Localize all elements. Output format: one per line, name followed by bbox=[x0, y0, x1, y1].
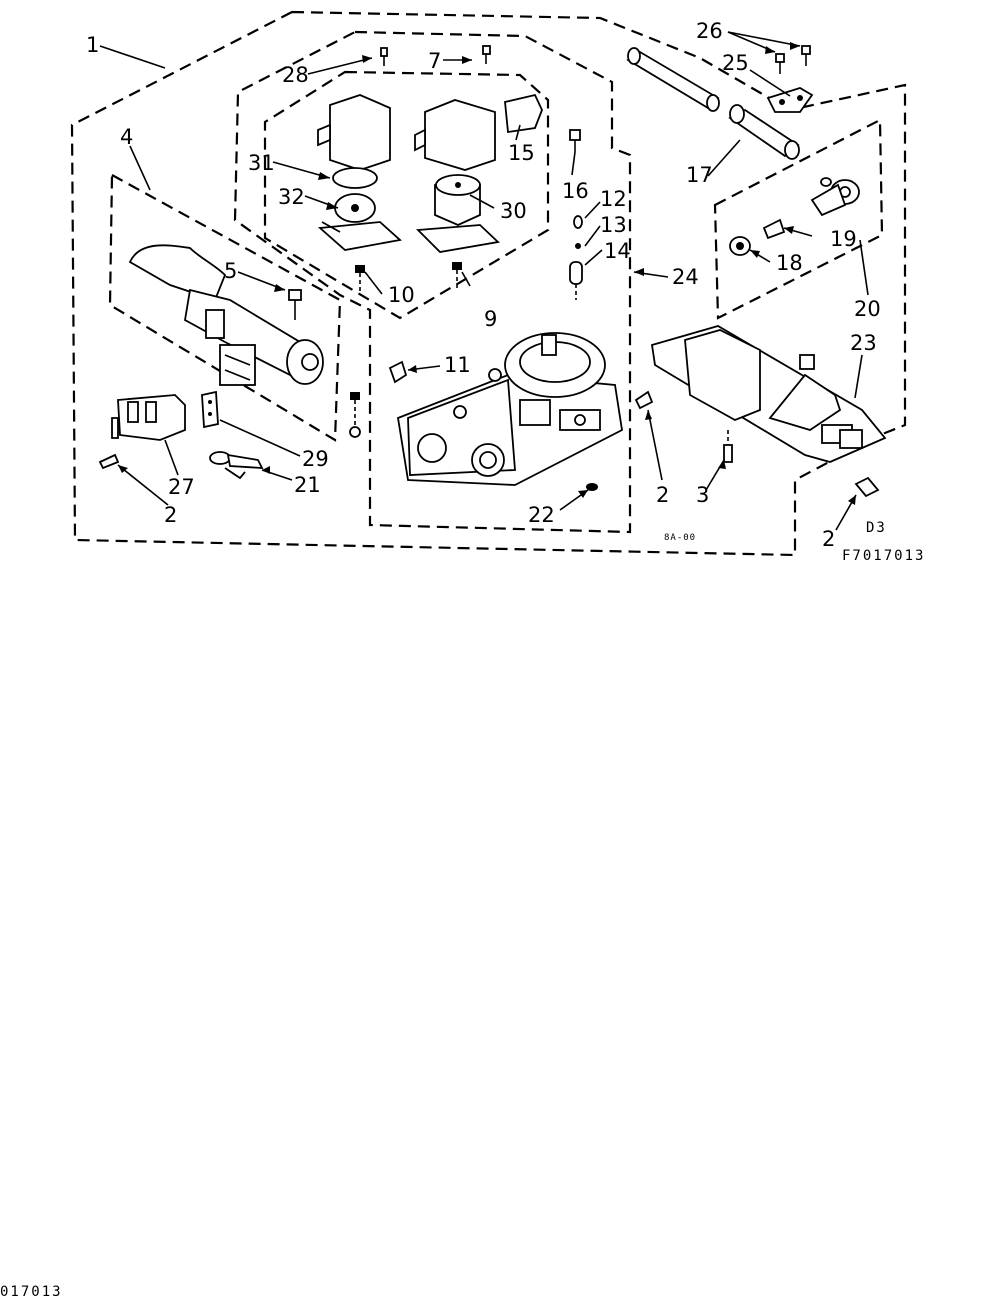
gas-valve-body bbox=[396, 332, 623, 486]
nut-9 bbox=[452, 262, 462, 290]
callout-2-right: 2 bbox=[822, 527, 835, 551]
footer-code: 017013 bbox=[0, 1284, 63, 1298]
clip-21 bbox=[209, 451, 264, 480]
callout-20: 20 bbox=[854, 297, 881, 321]
bracket-27 bbox=[111, 394, 186, 441]
callout-22: 22 bbox=[528, 503, 555, 527]
screw-26-left bbox=[775, 53, 785, 74]
outer-assembly-boundary bbox=[70, 10, 907, 557]
clamp-25 bbox=[766, 87, 814, 113]
burner-group-boundary bbox=[108, 173, 342, 442]
callout-12: 12 bbox=[600, 187, 627, 211]
callout-13: 13 bbox=[600, 213, 627, 237]
callout-10: 10 bbox=[388, 283, 415, 307]
igniter-group-boundary bbox=[713, 118, 884, 320]
callout-31: 31 bbox=[248, 151, 275, 175]
callout-2-left: 2 bbox=[164, 503, 177, 527]
callout-16: 16 bbox=[562, 179, 589, 203]
nut-22 bbox=[586, 483, 598, 491]
d3-code: D3 bbox=[866, 520, 887, 536]
control-subassembly-boundary bbox=[233, 30, 632, 534]
callout-19: 19 bbox=[830, 227, 857, 251]
screw-26-right bbox=[801, 45, 811, 66]
solenoid-group-boundary bbox=[263, 70, 550, 320]
callout-17: 17 bbox=[686, 163, 713, 187]
igniter-bracket-23 bbox=[650, 325, 887, 463]
callout-23: 23 bbox=[850, 331, 877, 355]
arrowheads bbox=[118, 42, 856, 505]
callout-2-mid: 2 bbox=[656, 483, 669, 507]
solenoid-left bbox=[317, 94, 402, 251]
valve-parts-12-14 bbox=[569, 215, 583, 300]
nut-18 bbox=[729, 236, 751, 256]
figure-code: F7017013 bbox=[842, 548, 925, 564]
solenoid-right bbox=[414, 99, 500, 253]
callout-1: 1 bbox=[86, 33, 99, 57]
callout-27: 27 bbox=[168, 475, 195, 499]
callout-4: 4 bbox=[120, 125, 133, 149]
callout-29: 29 bbox=[302, 447, 329, 471]
screw-2c bbox=[854, 476, 880, 498]
callout-30: 30 bbox=[500, 199, 527, 223]
callout-28: 28 bbox=[282, 63, 309, 87]
orifice-11 bbox=[388, 360, 408, 384]
callout-14: 14 bbox=[604, 239, 631, 263]
callout-25: 25 bbox=[722, 51, 749, 75]
callout-32: 32 bbox=[278, 185, 305, 209]
plate-29 bbox=[201, 390, 219, 429]
screw-2a bbox=[98, 453, 120, 470]
callout-26: 26 bbox=[696, 19, 723, 43]
part-19 bbox=[762, 218, 786, 240]
nut-10 bbox=[355, 265, 365, 295]
callout-24: 24 bbox=[672, 265, 699, 289]
callout-3: 3 bbox=[696, 483, 709, 507]
stamp-code: 8A-00 bbox=[664, 533, 696, 543]
screw-2b bbox=[634, 390, 654, 410]
igniter-fitting bbox=[810, 177, 860, 217]
screw-28 bbox=[380, 47, 388, 66]
callout-7: 7 bbox=[428, 49, 441, 73]
tube-17 bbox=[728, 104, 800, 160]
screw-7 bbox=[482, 45, 491, 64]
callout-18: 18 bbox=[776, 251, 803, 275]
burner-tube bbox=[128, 244, 324, 386]
callout-9: 9 bbox=[484, 307, 497, 331]
tube-upper bbox=[626, 47, 720, 112]
callout-21: 21 bbox=[294, 473, 321, 497]
screw-5 bbox=[288, 289, 302, 320]
callout-15: 15 bbox=[508, 141, 535, 165]
screw-16 bbox=[569, 129, 581, 152]
callout-5: 5 bbox=[224, 259, 237, 283]
bracket-15 bbox=[504, 93, 543, 134]
screw-3 bbox=[723, 430, 733, 463]
callout-11: 11 bbox=[444, 353, 471, 377]
washer-6 bbox=[349, 392, 361, 438]
